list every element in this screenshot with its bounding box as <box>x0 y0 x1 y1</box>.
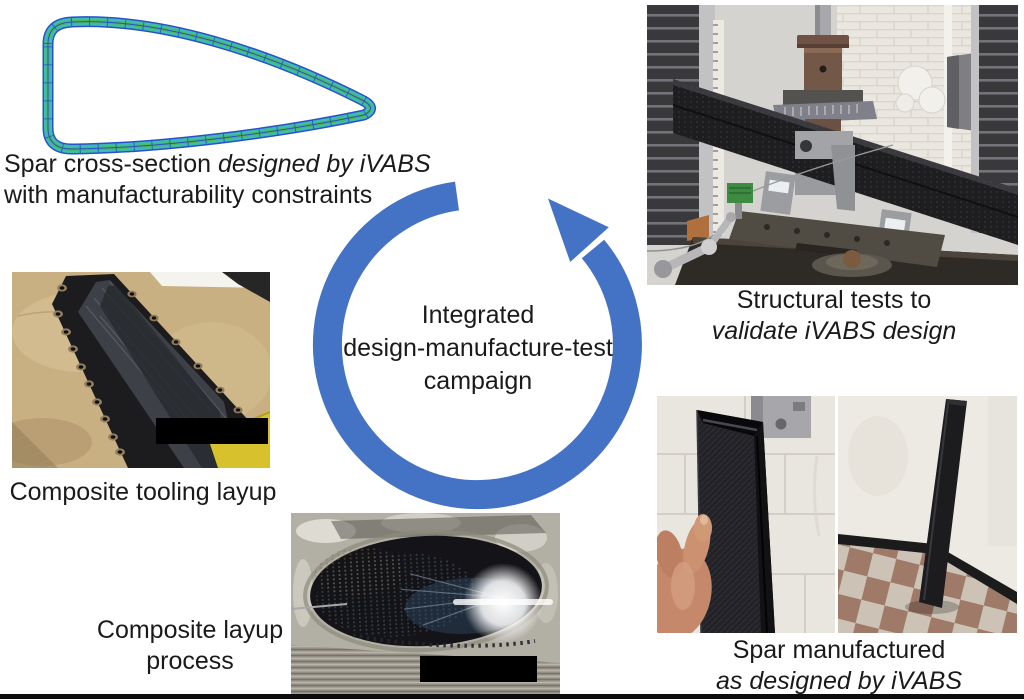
caption-spar-design-regular: Spar cross-section <box>4 150 218 178</box>
cycle-arrow-icon <box>312 181 642 510</box>
caption-layup-line1: Composite layup <box>96 616 284 644</box>
bottom-border-rule <box>0 694 1024 699</box>
caption-spar-design-line1: Spar cross-section designed by iVABS <box>4 149 434 180</box>
photo-spar-leaning <box>838 396 1017 633</box>
caption-composite-tooling: Composite tooling layup <box>8 477 278 508</box>
caption-spar-design-italic: designed by iVABS <box>217 150 431 178</box>
photo-layup-process <box>291 513 560 697</box>
cycle-label-line1: Integrated <box>421 301 535 329</box>
photo-structural-test <box>647 5 1018 285</box>
photo-spar-handheld <box>657 396 835 633</box>
caption-structural-line2: validate iVABS design <box>711 317 957 345</box>
cycle-label-line3: campaign <box>423 367 533 395</box>
photo-composite-tooling <box>12 272 270 468</box>
caption-spar-design: Spar cross-section designed by iVABS wit… <box>4 149 434 211</box>
caption-structural-line1: Structural tests to <box>736 286 932 314</box>
spar-cross-section-figure <box>42 16 376 155</box>
cycle-label: Integrated design-manufacture-test campa… <box>310 299 646 398</box>
cycle-label-line2: design-manufacture-test <box>343 334 613 362</box>
caption-spar-mfg-line2: as designed by iVABS <box>716 667 962 695</box>
caption-composite-layup: Composite layup process <box>80 615 300 677</box>
caption-layup-line2: process <box>146 647 234 675</box>
caption-spar-manufactured: Spar manufactured as designed by iVABS <box>650 635 1024 697</box>
caption-spar-design-line2: with manufacturability constraints <box>4 181 373 209</box>
caption-tooling-line1: Composite tooling layup <box>9 478 277 506</box>
caption-spar-mfg-line1: Spar manufactured <box>732 636 946 664</box>
caption-structural-tests: Structural tests to validate iVABS desig… <box>640 285 1024 347</box>
